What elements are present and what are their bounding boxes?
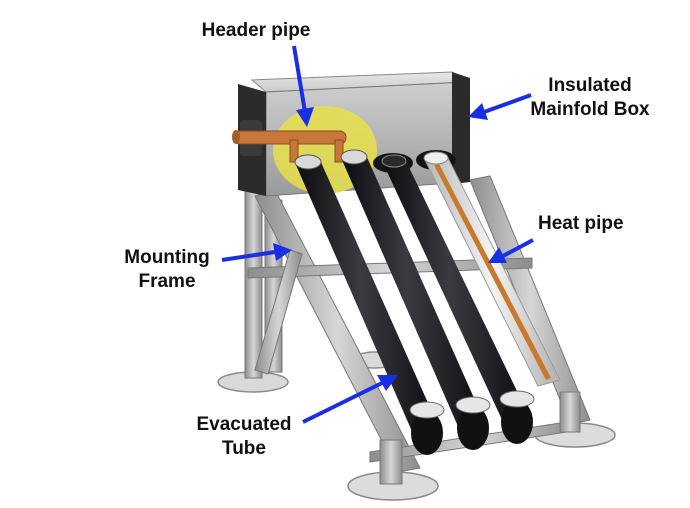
- label-mounting-frame: Mounting Frame: [112, 246, 222, 294]
- arrow-heat-pipe: [488, 238, 534, 263]
- arrow-mounting-frame: [221, 243, 292, 262]
- header-pipe: [232, 130, 347, 163]
- evacuated-tube: [381, 154, 535, 444]
- label-text: Tube: [222, 438, 266, 459]
- evacuated-tube: [294, 154, 445, 455]
- label-header-pipe: Header pipe: [186, 19, 326, 43]
- callout-arrows: [221, 45, 534, 424]
- evacuated-tube: [340, 149, 491, 450]
- heat-pipe-tube: [423, 151, 561, 387]
- label-text: Evacuated: [196, 414, 292, 435]
- label-text: Mounting: [124, 247, 210, 268]
- arrow-header-pipe: [292, 45, 314, 127]
- arrow-evacuated-tube: [302, 375, 398, 424]
- label-heat-pipe: Heat pipe: [538, 212, 668, 236]
- label-evacuated-tube: Evacuated Tube: [184, 413, 304, 461]
- label-text: Frame: [138, 271, 196, 292]
- label-text: Heat pipe: [538, 213, 624, 234]
- label-insulated-manifold-box: Insulated Mainfold Box: [520, 74, 660, 122]
- arrow-insulated-box: [468, 93, 532, 120]
- label-text: Mainfold Box: [530, 99, 650, 120]
- label-text: Insulated: [548, 75, 632, 96]
- label-text: Header pipe: [201, 20, 311, 41]
- evacuated-tubes: [294, 149, 561, 455]
